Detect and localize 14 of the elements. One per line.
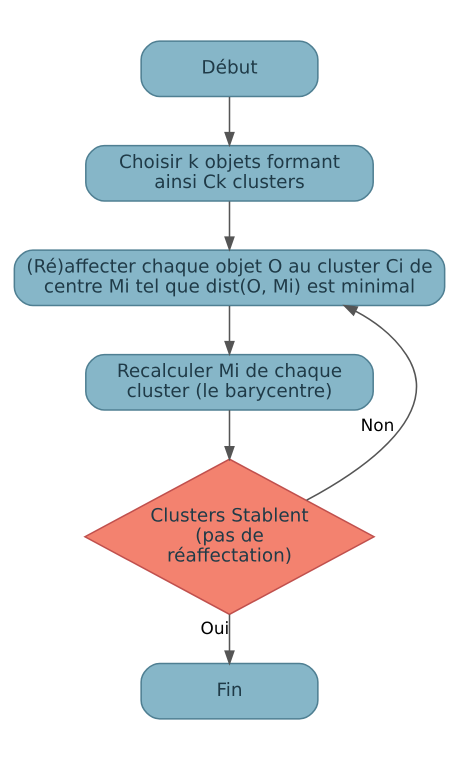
edge-label: Non bbox=[360, 414, 394, 435]
arrow bbox=[224, 410, 235, 461]
arrow bbox=[224, 614, 235, 666]
node-box: Recalculer Mi de chaque cluster (le barycentre) bbox=[85, 353, 374, 410]
node-diamond: Clusters Stablent (pas de réaffectation) bbox=[83, 458, 376, 615]
arrow bbox=[224, 201, 235, 252]
edge-label: Oui bbox=[200, 618, 230, 638]
node-box: Choisir k objets formant ainsi Ck clusters bbox=[85, 144, 374, 202]
node-box: Début bbox=[140, 40, 319, 97]
node-box: (Ré)affecter chaque objet O au cluster Ci de centre Mi tel que dist(O, Mi) est minimal bbox=[14, 248, 446, 306]
arrow bbox=[224, 306, 235, 356]
arrow bbox=[224, 96, 235, 147]
arrow bbox=[306, 304, 418, 500]
node-box: Fin bbox=[140, 662, 319, 720]
